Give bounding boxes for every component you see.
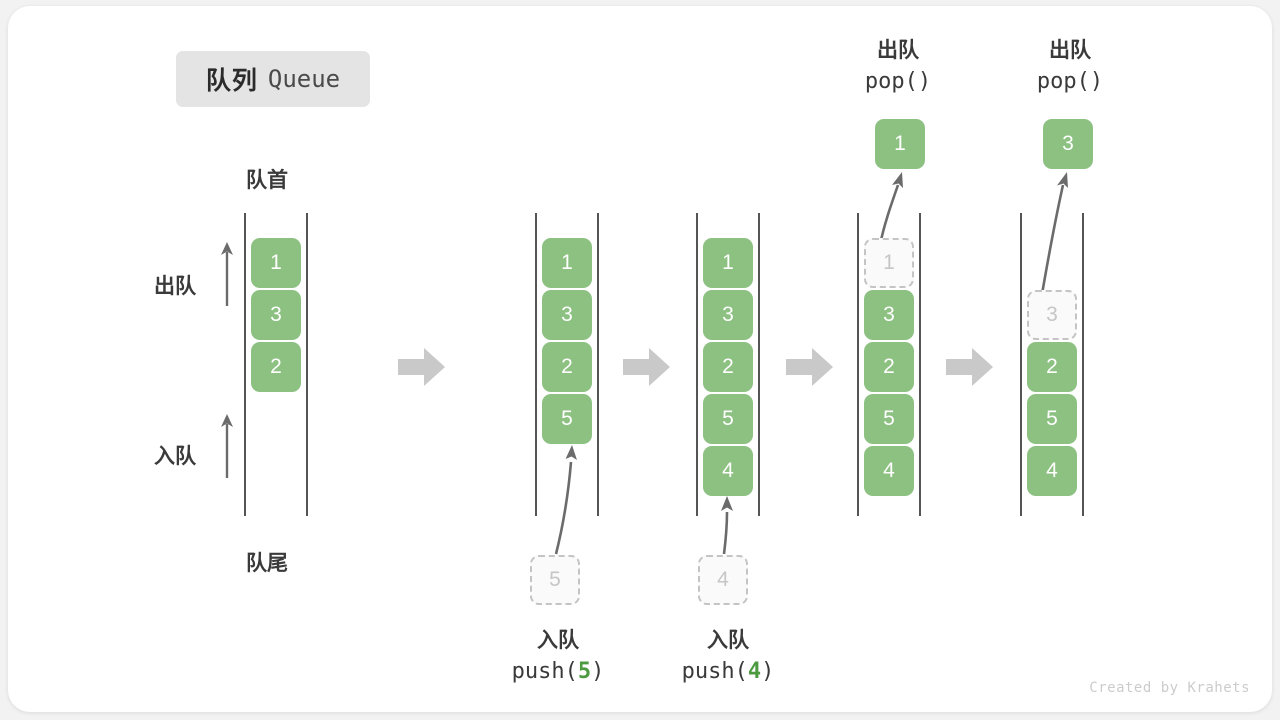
queue-cell: 2 — [864, 342, 914, 392]
queue-rail-right — [758, 213, 760, 516]
pop-2-label-cn: 出队 — [1049, 39, 1091, 62]
title-chinese: 队列 — [205, 67, 258, 95]
popped-element: 1 — [875, 119, 925, 169]
enqueue-direction-arrow-icon — [221, 414, 233, 478]
push-4-label: 入队 push(4) — [618, 626, 838, 687]
title-english: Queue — [267, 65, 341, 93]
queue-rail-right — [306, 213, 308, 516]
pop-arrow-icon — [1039, 172, 1068, 301]
diagram-card: 队列 Queue 队首 队尾 出队 入队 1 3 2 — [8, 6, 1272, 712]
queue-rail-right — [597, 213, 599, 516]
step-arrow-icon — [398, 348, 445, 386]
queue-cell: 2 — [251, 342, 301, 392]
push-4-label-cn: 入队 — [707, 629, 749, 652]
push-arrow-icon — [721, 496, 733, 555]
step-arrow-icon — [786, 348, 833, 386]
pop-1-label-fn: pop() — [864, 68, 932, 94]
queue-cell: 3 — [542, 290, 592, 340]
dequeue-direction-label: 出队 — [154, 275, 196, 298]
queue-cell: 4 — [703, 446, 753, 496]
queue-tail-label: 队尾 — [246, 552, 288, 575]
queue-cell: 3 — [703, 290, 753, 340]
queue-cell: 1 — [703, 238, 753, 288]
queue-cell: 2 — [542, 342, 592, 392]
queue-cell-ghost: 1 — [864, 238, 914, 288]
pop-arrow-icon — [878, 172, 903, 246]
queue-cell: 3 — [251, 290, 301, 340]
push-4-label-fn: push(4) — [681, 658, 775, 684]
credit-text: Created by Krahets — [1089, 680, 1250, 696]
push-5-label: 入队 push(5) — [448, 626, 668, 687]
pop-1-label-cn: 出队 — [877, 39, 919, 62]
queue-cell-ghost: 3 — [1027, 290, 1077, 340]
queue-rail-left — [535, 213, 537, 516]
queue-head-label: 队首 — [246, 169, 288, 192]
queue-cell: 5 — [864, 394, 914, 444]
queue-cell: 5 — [542, 394, 592, 444]
dequeue-direction-arrow-icon — [221, 242, 233, 306]
queue-cell: 5 — [703, 394, 753, 444]
queue-cell: 4 — [864, 446, 914, 496]
push-5-label-cn: 入队 — [537, 629, 579, 652]
queue-rail-left — [244, 213, 246, 516]
push-5-label-fn: push(5) — [511, 658, 605, 684]
incoming-element-ghost: 4 — [698, 555, 748, 605]
queue-cell: 1 — [251, 238, 301, 288]
pop-1-label: 出队 pop() — [808, 36, 988, 97]
queue-rail-right — [1082, 213, 1084, 516]
queue-cell: 1 — [542, 238, 592, 288]
queue-rail-left — [1020, 213, 1022, 516]
title-badge: 队列 Queue — [176, 51, 370, 107]
popped-element: 3 — [1043, 119, 1093, 169]
queue-cell: 2 — [703, 342, 753, 392]
enqueue-direction-label: 入队 — [154, 445, 196, 468]
queue-rail-left — [696, 213, 698, 516]
incoming-element-ghost: 5 — [530, 555, 580, 605]
queue-cell: 4 — [1027, 446, 1077, 496]
queue-cell: 2 — [1027, 342, 1077, 392]
push-arrow-icon — [554, 445, 577, 555]
queue-rail-right — [919, 213, 921, 516]
pop-2-label: 出队 pop() — [980, 36, 1160, 97]
queue-rail-left — [857, 213, 859, 516]
queue-cell: 3 — [864, 290, 914, 340]
step-arrow-icon — [623, 348, 670, 386]
step-arrow-icon — [946, 348, 993, 386]
pop-2-label-fn: pop() — [1036, 68, 1104, 94]
queue-cell: 5 — [1027, 394, 1077, 444]
